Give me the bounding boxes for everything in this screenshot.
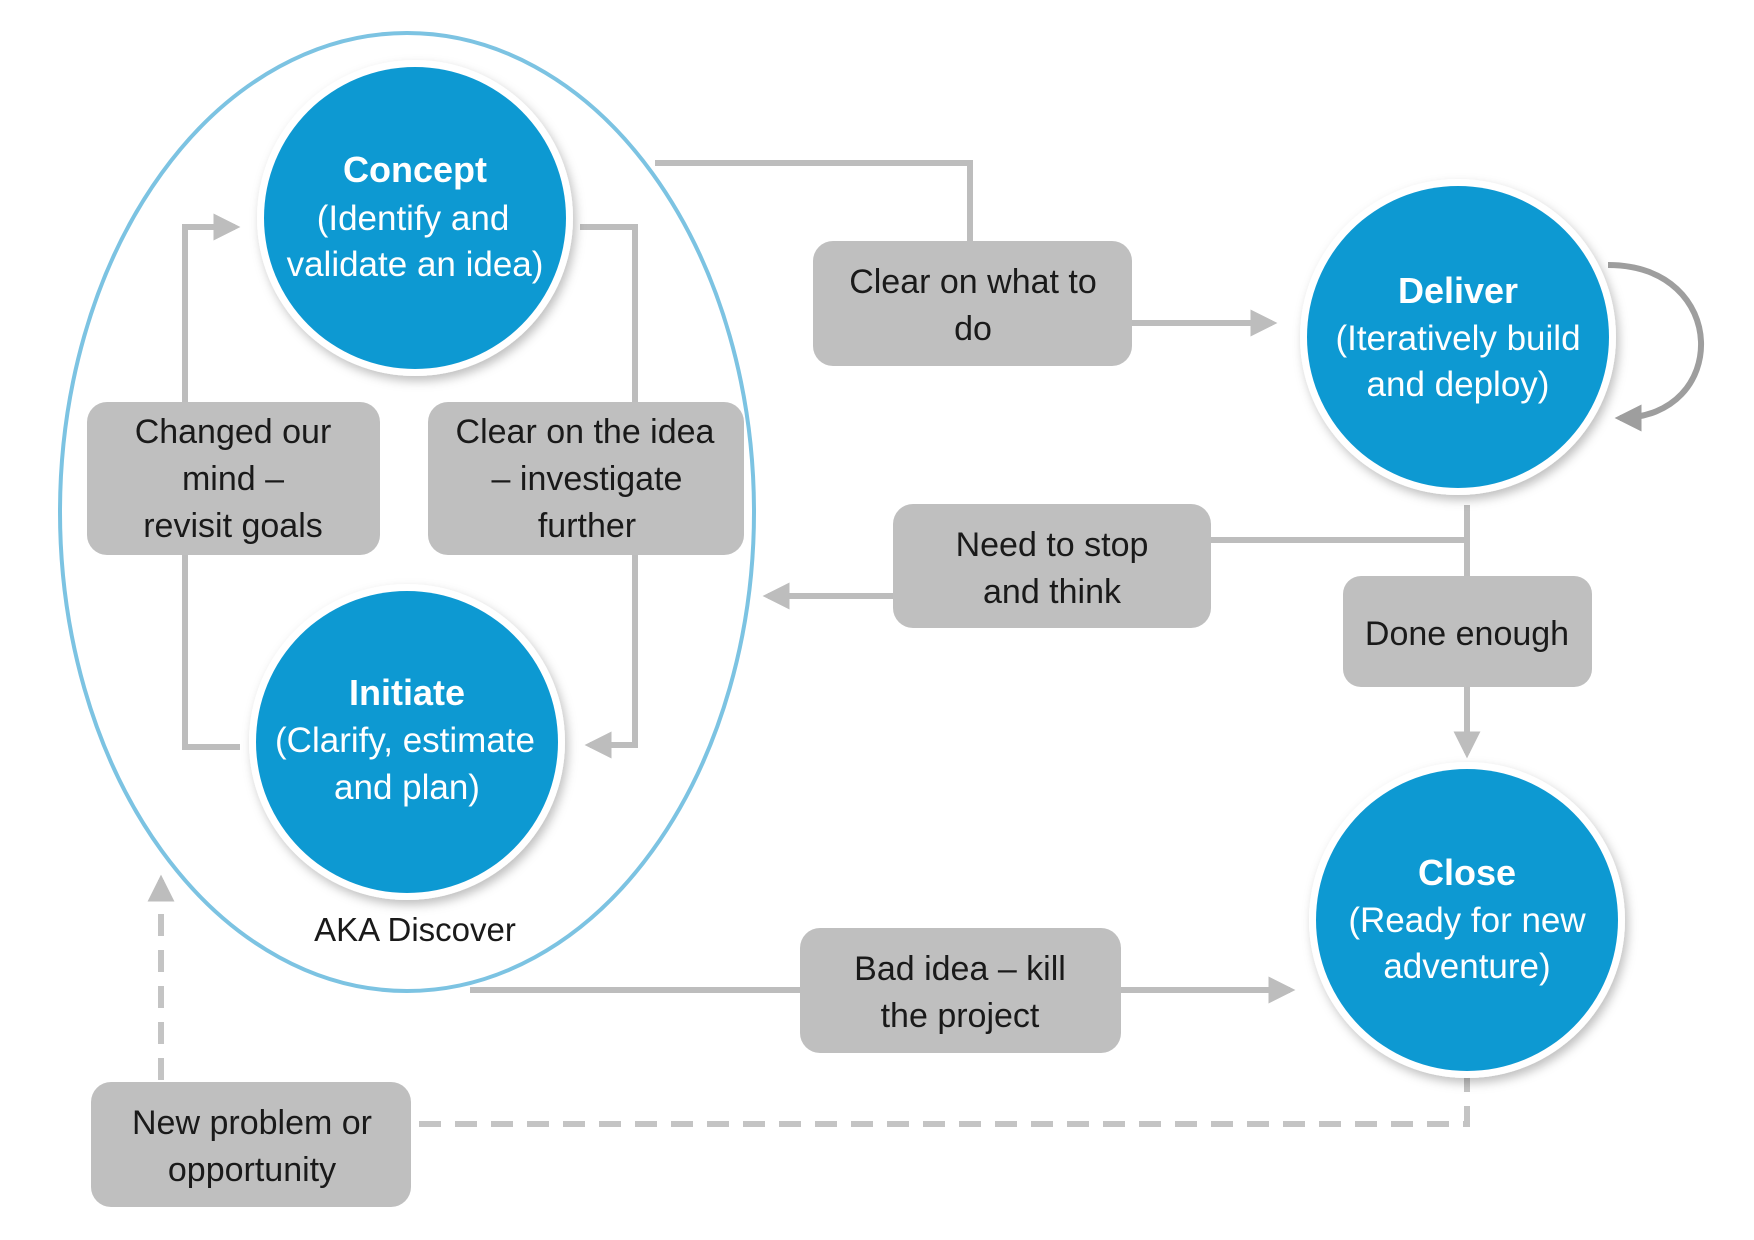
- clear-idea-line3: further: [538, 507, 636, 545]
- bad-idea-line1: Bad idea – kill: [854, 950, 1066, 988]
- initiate-title: Initiate: [349, 672, 465, 713]
- box-new-problem[interactable]: New problem or opportunity: [91, 1082, 411, 1207]
- new-problem-line1: New problem or: [132, 1104, 372, 1142]
- node-deliver[interactable]: [1300, 179, 1616, 495]
- close-title: Close: [1418, 852, 1516, 893]
- clear-idea-line1: Clear on the idea: [456, 413, 715, 451]
- bad-idea-line2: the project: [881, 997, 1040, 1035]
- stop-think-line1: Need to stop: [956, 526, 1149, 564]
- connector-discover-to-clear-todo: [655, 160, 973, 245]
- initiate-line2: and plan): [334, 768, 480, 807]
- discover-ellipse: [58, 31, 756, 993]
- box-done-enough[interactable]: Done enough: [1343, 576, 1592, 687]
- stop-think-line2: and think: [983, 573, 1122, 611]
- node-close[interactable]: [1309, 762, 1625, 1078]
- deliver-title: Deliver: [1398, 270, 1518, 311]
- changed-mind-line2: mind –: [182, 460, 284, 498]
- clear-idea-line2: – investigate: [492, 460, 683, 498]
- box-changed-mind[interactable]: Changed our mind – revisit goals: [87, 402, 380, 555]
- box-stop-think[interactable]: Need to stop and think: [893, 504, 1211, 628]
- concept-title: Concept: [343, 149, 487, 190]
- new-problem-line2: opportunity: [168, 1151, 336, 1189]
- concept-line1: (Identify and: [317, 199, 510, 238]
- connector-close-to-new-problem: [412, 1070, 1470, 1127]
- node-initiate[interactable]: [249, 584, 565, 900]
- deliver-line1: (Iteratively build: [1335, 319, 1580, 358]
- clear-todo-line2: do: [954, 310, 992, 348]
- box-clear-idea[interactable]: Clear on the idea – investigate further: [428, 402, 744, 555]
- box-clear-todo[interactable]: Clear on what to do: [813, 241, 1132, 366]
- deliver-line2: and deploy): [1367, 365, 1550, 404]
- close-line2: adventure): [1383, 947, 1550, 986]
- discover-label: AKA Discover: [314, 911, 516, 948]
- changed-mind-line1: Changed our: [135, 413, 332, 451]
- deliver-loop-arrow: [1607, 262, 1704, 432]
- box-bad-idea[interactable]: Bad idea – kill the project: [800, 928, 1121, 1053]
- close-line1: (Ready for new: [1348, 901, 1586, 940]
- done-enough-line1: Done enough: [1365, 615, 1569, 653]
- initiate-line1: (Clarify, estimate: [275, 721, 535, 760]
- concept-line2: validate an idea): [287, 245, 544, 284]
- changed-mind-line3: revisit goals: [143, 507, 323, 545]
- clear-todo-line1: Clear on what to: [849, 263, 1097, 301]
- node-concept[interactable]: [257, 60, 573, 376]
